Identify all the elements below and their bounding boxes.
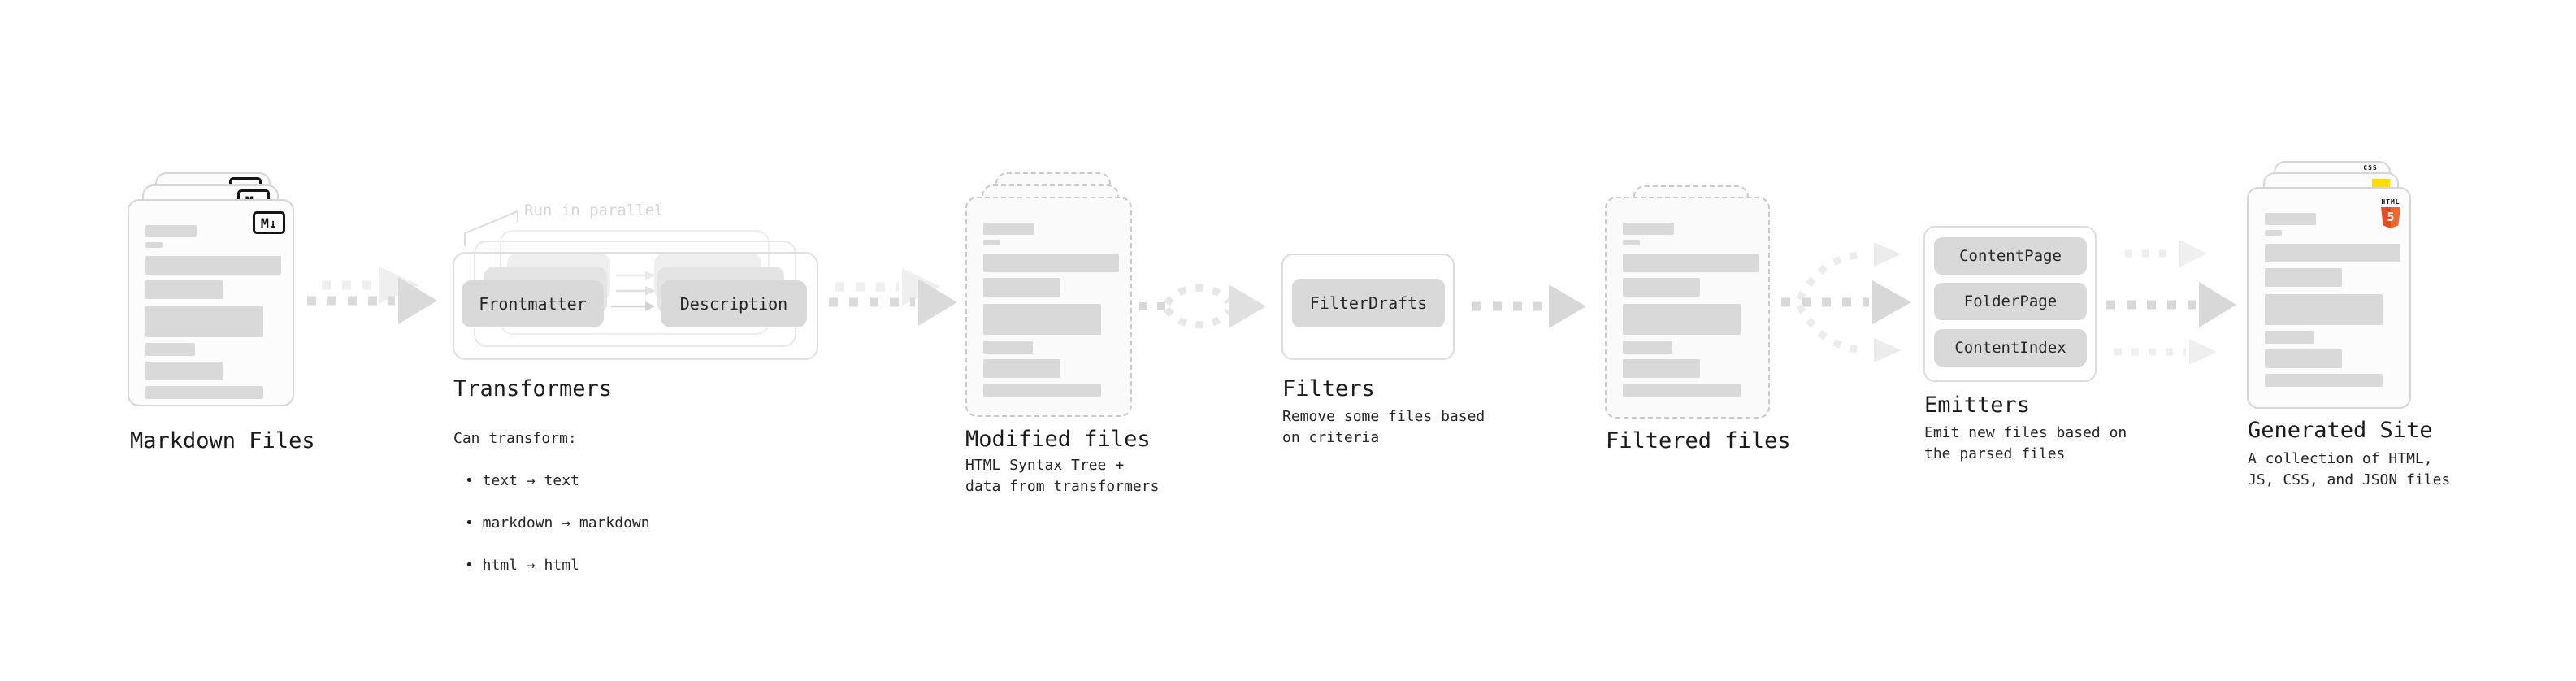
html5-icon-text: HTML xyxy=(2381,198,2400,206)
placeholder-bar xyxy=(2265,213,2316,225)
arrow-modified-to-filters xyxy=(1139,284,1266,329)
arrow-emitters-to-generated xyxy=(2106,240,2236,365)
placeholder-bar xyxy=(145,306,263,337)
placeholder-bar xyxy=(1623,340,1672,354)
transform-bullet: • html → html xyxy=(465,557,579,574)
placeholder-bar xyxy=(1623,384,1741,397)
placeholder-bar xyxy=(145,362,223,380)
generated-site-description: A collection of HTML, JS, CSS, and JSON … xyxy=(2248,450,2451,488)
placeholder-bar xyxy=(983,359,1060,378)
contentpage-pill: ContentPage xyxy=(1934,237,2087,275)
placeholder-bar xyxy=(2265,294,2383,325)
placeholder-bar xyxy=(983,240,1000,245)
placeholder-bar xyxy=(2265,349,2342,368)
placeholder-bar xyxy=(2265,268,2342,287)
site-card-html: HTML 5 xyxy=(2247,187,2411,409)
placeholder-bar xyxy=(1623,254,1759,272)
placeholder-bar xyxy=(145,225,197,237)
frontmatter-pill: Frontmatter xyxy=(462,280,604,327)
run-in-parallel-note: Run in parallel xyxy=(524,202,664,219)
placeholder-bar xyxy=(983,254,1119,272)
filters-description: Remove some files based on criteria xyxy=(1282,408,1485,446)
transform-bullet: • markdown → markdown xyxy=(465,514,650,531)
markdown-icon: M↓ xyxy=(253,211,285,234)
markdown-files-label: Markdown Files xyxy=(130,428,315,453)
transformers-label: Transformers xyxy=(453,376,613,401)
markdown-file-card-front: M↓ xyxy=(128,199,294,406)
filtered-files-label: Filtered files xyxy=(1606,428,1791,453)
html5-icon: HTML 5 xyxy=(2379,198,2402,228)
placeholder-bar xyxy=(1623,359,1700,378)
emitters-label: Emitters xyxy=(1924,393,2031,418)
placeholder-bar xyxy=(145,242,163,248)
placeholder-bar xyxy=(1623,304,1741,335)
placeholder-bar xyxy=(145,256,281,275)
transformer-box-front xyxy=(453,252,818,360)
filtered-file-card-front xyxy=(1605,197,1770,419)
emitters-description: Emit new files based on the parsed files xyxy=(1924,424,2127,462)
placeholder-bar xyxy=(145,386,263,399)
placeholder-bar xyxy=(1623,223,1674,235)
placeholder-bar xyxy=(983,384,1101,397)
html5-icon-shield: 5 xyxy=(2381,207,2400,228)
placeholder-bar xyxy=(2265,331,2314,344)
arrow-filters-to-filtered xyxy=(1472,284,1586,328)
placeholder-bar xyxy=(983,340,1033,354)
contentindex-pill: ContentIndex xyxy=(1934,329,2087,367)
placeholder-bar xyxy=(1623,240,1640,245)
placeholder-bar xyxy=(983,223,1034,235)
css-icon-text: CSS xyxy=(2363,164,2378,171)
transform-bullet: • text → text xyxy=(465,472,579,489)
can-transform-title: Can transform: xyxy=(453,430,577,447)
arrow-filtered-to-emitters xyxy=(1781,242,1911,362)
arrow-markdown-to-transformers xyxy=(307,267,437,324)
arrow-frontmatter-to-description xyxy=(611,271,655,311)
filters-label: Filters xyxy=(1282,376,1375,401)
filterdrafts-pill: FilterDrafts xyxy=(1292,279,1445,327)
placeholder-bar xyxy=(1623,278,1700,297)
placeholder-bar xyxy=(2265,230,2282,236)
placeholder-bar xyxy=(983,278,1060,297)
transformers-description: Can transform: • text → text • markdown … xyxy=(453,407,650,597)
run-in-parallel-connector xyxy=(464,210,518,246)
arrow-transformers-to-modified xyxy=(829,268,957,326)
placeholder-bar xyxy=(2265,374,2383,387)
description-pill: Description xyxy=(661,280,807,327)
placeholder-bar xyxy=(145,343,195,356)
modified-file-card-front xyxy=(965,197,1132,417)
placeholder-bar xyxy=(983,304,1101,335)
modified-files-label: Modified files xyxy=(965,427,1151,452)
folderpage-pill: FolderPage xyxy=(1934,283,2087,320)
modified-files-description: HTML Syntax Tree + data from transformer… xyxy=(965,457,1160,495)
placeholder-bar xyxy=(145,280,223,299)
placeholder-bar xyxy=(2265,244,2400,262)
generated-site-label: Generated Site xyxy=(2248,418,2433,443)
js-icon xyxy=(2372,179,2390,189)
